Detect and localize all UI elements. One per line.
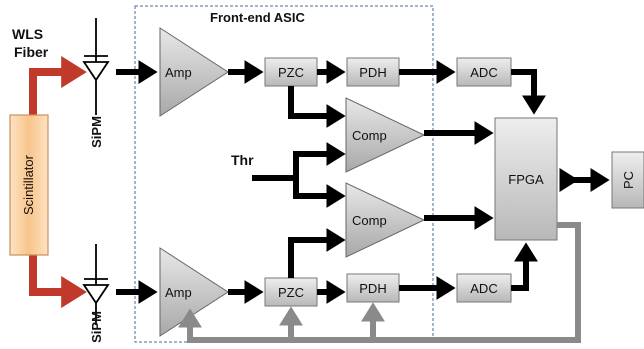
comp-top-label: Comp — [352, 128, 387, 143]
pdh-bottom-label: PDH — [359, 281, 386, 296]
fiber-arrow-bottom — [29, 255, 87, 308]
comp-bottom-label: Comp — [352, 213, 387, 228]
arrow-pzc-comp-bottom — [288, 228, 346, 278]
thr-label: Thr — [231, 152, 254, 168]
arrow-thr-comp-top — [293, 142, 346, 181]
adc-bottom-box — [456, 273, 512, 303]
asic-title: Front-end ASIC — [210, 10, 305, 25]
adc-top-box — [456, 57, 512, 87]
fpga-label: FPGA — [508, 172, 544, 187]
arrow-adc-fpga-bottom — [511, 242, 538, 291]
amp-top-triangle — [159, 27, 229, 117]
pc-box — [611, 151, 644, 209]
arrow-thr-comp-bottom — [293, 175, 346, 208]
scintillator-label: Scintillator — [21, 154, 36, 215]
comp-top-triangle — [345, 97, 426, 173]
sipm-top-label: SiPM — [89, 116, 104, 148]
amp-top-label: Amp — [165, 65, 192, 80]
fiber-arrow-top — [29, 56, 87, 115]
arrow-adc-fpga-top — [511, 69, 546, 115]
scintillator-box — [9, 114, 49, 256]
feedback-line — [178, 222, 581, 343]
sipm-top-icon — [82, 18, 110, 115]
adc-bottom-label: ADC — [470, 281, 497, 296]
pdh-top-label: PDH — [359, 65, 386, 80]
comp-bottom-triangle — [345, 182, 426, 258]
fiber-label: Fiber — [14, 44, 49, 60]
amp-bottom-label: Amp — [165, 285, 192, 300]
adc-top-label: ADC — [470, 65, 497, 80]
pc-label: PC — [621, 171, 636, 189]
sipm-bottom-label: SiPM — [89, 311, 104, 343]
sipm-bottom-icon — [82, 244, 110, 325]
pzc-bottom-box — [264, 277, 318, 307]
pzc-top-label: PZC — [278, 65, 304, 80]
pzc-bottom-label: PZC — [278, 285, 304, 300]
fpga-box — [494, 117, 558, 241]
wls-label: WLS — [12, 26, 43, 42]
arrow-pzc-comp-top — [288, 86, 346, 128]
